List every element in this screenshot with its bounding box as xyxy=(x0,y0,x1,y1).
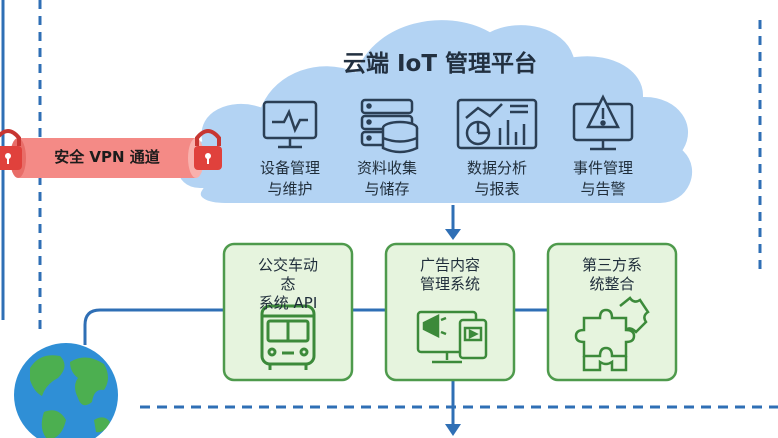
module-thirdparty-label: 第三方系统整合 xyxy=(581,256,642,293)
ad-management-icon xyxy=(416,310,488,364)
service-device-label: 设备管理与维护 xyxy=(259,159,320,198)
vpn-label: 安全 VPN 通道 xyxy=(54,148,160,166)
globe-connector xyxy=(83,308,225,345)
cloud-shape xyxy=(173,16,697,207)
bottom-arrow-head xyxy=(445,424,461,436)
service-data-label: 资料收集与储存 xyxy=(356,159,417,198)
alert-monitor-icon xyxy=(572,94,634,151)
database-server-icon xyxy=(360,98,419,154)
module-bus-label: 公交车动态系统 API xyxy=(257,256,318,312)
bus-icon xyxy=(260,304,316,370)
module-box-bus[interactable] xyxy=(222,242,354,382)
cloud-title: 云端 IoT 管理平台 xyxy=(342,51,538,77)
globe-icon xyxy=(14,343,118,438)
analytics-report-icon xyxy=(456,98,538,150)
service-event-label: 事件管理与告警 xyxy=(572,159,633,198)
puzzle-icon xyxy=(574,296,650,372)
service-analytics-label: 数据分析与报表 xyxy=(466,159,527,198)
module-ad-label: 广告内容管理系统 xyxy=(419,256,480,293)
padlock-icon xyxy=(0,129,22,170)
cloud-arrow-head xyxy=(445,229,461,240)
monitor-pulse-icon xyxy=(262,100,318,149)
padlock-icon-right xyxy=(194,129,222,170)
